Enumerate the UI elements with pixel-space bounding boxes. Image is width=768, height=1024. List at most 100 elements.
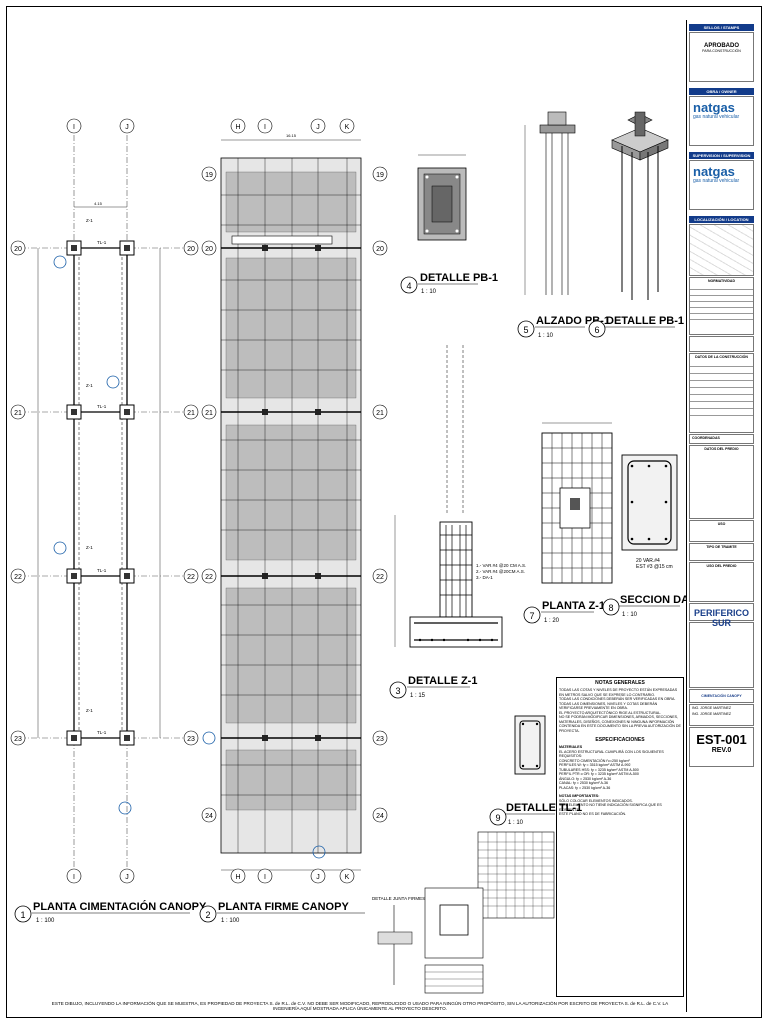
svg-text:3: 3 [395,686,400,696]
seccion-da1: 20 VAR.#4 EST #3 @15 cm 8 SECCION DA-1 1… [602,454,686,618]
svg-text:DETALLE Z-1: DETALLE Z-1 [408,675,477,687]
svg-text:PLANTA FIRME CANOPY: PLANTA FIRME CANOPY [218,901,349,913]
spec-line: TUBULARES HSS: fy = 3235 kg/cm² ASTM A-5… [559,767,639,772]
section-marker-icon[interactable] [53,541,67,555]
detalle-tl1: 9 DETALLE TL-1 1 : 10 [489,715,582,826]
planta-z1: 7 PLANTA Z-1 1 : 20 [523,422,613,624]
svg-text:1 : 100: 1 : 100 [221,918,240,924]
svg-text:24: 24 [205,813,213,820]
svg-text:DETALLE PB-1: DETALLE PB-1 [420,272,498,284]
plan2-title: 2 PLANTA FIRME CANOPY 1 : 100 [199,901,365,924]
approval-stamp: APROBADO PARA CONSTRUCCIÓN [689,32,754,82]
svg-text:6: 6 [594,325,599,335]
svg-text:23: 23 [376,736,384,743]
detalle-z1: 1.- VAR.#4 @20 CM A.S. 2.- VAR.#4 @20CM … [389,345,528,699]
section-marker-icon[interactable] [202,731,216,745]
label-z1: Z-1 [86,545,93,550]
note-item: NO SE PODRÁN MODIFICAR DIMENSIONES, ARMA… [559,715,681,733]
svg-text:J: J [125,124,129,131]
uso-box: USO [689,520,754,542]
plan-cimentacion: 4.15 Z-1 Z-1 Z-1 Z-1 TL-1 TL-1 TL-1 TL-1 [20,135,190,870]
important-note: ESTE PLANO NO ES DE FABRICACIÓN. [559,812,627,816]
svg-text:21: 21 [14,410,22,417]
label-z1: Z-1 [86,383,93,388]
section-marker-icon[interactable] [312,845,326,859]
note-item: EL PROYECTO ARQUITECTÓNICO RIGE AL ESTRU… [559,710,662,715]
svg-text:20: 20 [376,246,384,253]
spec-line: CANAL: fy = 2530 kg/cm² A-36 [559,781,609,785]
svg-text:I: I [264,124,266,131]
svg-text:1: 1 [20,910,25,920]
label-tl1: TL-1 [97,404,107,409]
svg-text:1 : 10: 1 : 10 [538,333,554,339]
label-tl1: TL-1 [97,568,107,573]
uso-predio: USO DEL PREDIO [689,562,754,602]
svg-text:DETALLE JUNTA FIRMES: DETALLE JUNTA FIRMES [372,896,425,901]
svg-text:21: 21 [205,410,213,417]
detalle-pb1-3d: 6 DETALLE PB-1 3D [588,111,686,338]
location-map [689,224,754,276]
sheet-number-box: EST-001 REV.0 [689,727,754,767]
svg-text:PLANTA Z-1: PLANTA Z-1 [542,600,605,612]
plan-firme: 16.15 [202,133,362,871]
plan2-grid-bubbles: H I J K H I J K 19 20 21 22 24 19 20 21 … [201,118,388,884]
drawing-sheet [6,6,762,1018]
alzado-pb1: 5 ALZADO PB-1 1 : 10 [517,111,610,339]
svg-text:I: I [73,874,75,881]
sheet-number: EST-001 [696,732,747,747]
svg-text:20: 20 [187,246,195,253]
svg-text:20: 20 [205,246,213,253]
detalle-pb1: 4 DETALLE PB-1 1 : 10 [400,154,498,295]
supervision-logo: natgas gas natural vehicular [689,160,754,210]
svg-text:20: 20 [14,246,22,253]
footer-disclaimer: ESTE DIBUJO, INCLUYENDO LA INFORMACIÓN Q… [51,1001,669,1011]
revision: REV.0 [711,747,732,754]
spec-line: CONCRETO CIMENTACIÓN f'c=250 kg/cm² [559,758,630,763]
svg-text:1 : 20: 1 : 20 [544,618,560,624]
sellos-header: SELLOS / STAMPS [689,24,754,31]
svg-text:23: 23 [14,736,22,743]
sheet-name-box: CIMENTACIÓN CANOPY [689,689,754,703]
plan1-title: 1 PLANTA CIMENTACIÓN CANOPY 1 : 100 [14,900,207,924]
note-item: TODAS LAS CONDICIONES DEBERÁN SER VERIFI… [559,697,676,701]
svg-text:J: J [316,124,320,131]
materiales-label: MATERIALES [559,745,583,749]
notes-box [689,336,754,352]
notes-panel: NOTAS GENERALES TODAS LAS COTAS Y NIVELE… [556,677,684,997]
section-marker-icon[interactable] [118,801,132,815]
supervision-header: SUPERVISION / SUPERVISION [689,152,754,159]
spec-line: ÁNGULO: fy = 2530 kg/cm² A-36 [559,776,612,781]
svg-text:SECCION DA-1: SECCION DA-1 [620,594,686,606]
svg-text:1 : 100: 1 : 100 [36,918,55,924]
svg-text:1 : 10: 1 : 10 [421,289,437,295]
svg-text:22: 22 [376,574,384,581]
svg-text:9: 9 [495,813,500,823]
svg-text:J: J [316,874,320,881]
project-name: PERIFERICO SUR [693,608,749,628]
dim-1615: 16.15 [286,133,297,138]
label-tl1: TL-1 [97,240,107,245]
svg-text:19: 19 [376,172,384,179]
important-note: SI EL ELEMENTO NO TIENE INDICACIÓN SIGNI… [559,803,662,812]
note-item: TODAS LAS DIMENSIONES, NIVELES Y COTAS D… [559,701,658,711]
section-marker-icon[interactable] [53,255,67,269]
drawing-canvas: 4.15 Z-1 Z-1 Z-1 Z-1 TL-1 TL-1 TL-1 TL-1… [10,111,686,994]
owner-logo: natgas gas natural vehicular [689,96,754,146]
svg-text:H: H [235,874,240,881]
title-block: SELLOS / STAMPS APROBADO PARA CONSTRUCCI… [686,20,756,1012]
section-marker-icon[interactable] [106,375,120,389]
plan1-grid-bubbles: I J I J 20 21 22 23 20 21 22 23 [10,118,199,884]
svg-text:24: 24 [376,813,384,820]
svg-text:1 : 10: 1 : 10 [508,820,524,826]
z1-callouts: 1.- VAR.#4 @20 CM A.S. 2.- VAR.#4 @20CM … [476,563,528,580]
svg-text:8: 8 [608,603,613,613]
coordenadas: COORDENADAS [689,434,754,444]
spec-title: ESPECIFICACIONES [595,737,645,743]
location-header: LOCALIZACIÓN / LOCATION [689,216,754,223]
project-name-box: PERIFERICO SUR [689,603,754,628]
normatividad-table: NORMATIVIDAD [689,277,754,335]
svg-text:4: 4 [406,281,411,291]
dim-415: 4.15 [94,201,103,206]
svg-text:I: I [73,124,75,131]
datos-predio: DATOS DEL PREDIO [689,445,754,519]
